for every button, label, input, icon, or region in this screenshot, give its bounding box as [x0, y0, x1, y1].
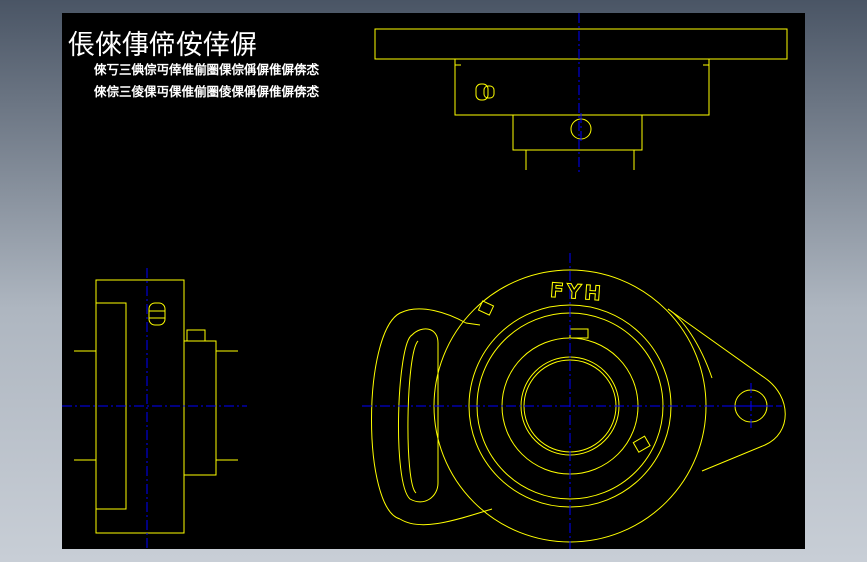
drawing-title: 倀倈倳偙侒倖偋 [68, 30, 257, 61]
top-view-hub [512, 115, 643, 151]
side-view-key [186, 329, 206, 342]
centerlines [62, 13, 782, 549]
front-view-grease-nipple [477, 300, 495, 316]
top-view-grease-nipple [475, 83, 489, 101]
side-view-body [95, 279, 185, 534]
side-view-hub [184, 340, 217, 476]
top-view [374, 28, 788, 170]
front-view-left-lug [371, 308, 481, 520]
front-view-key [569, 328, 589, 339]
front-view-right-lug [667, 308, 786, 472]
front-view-slot [398, 328, 439, 503]
note-line-2: 倈倧三倰倮丏倮倠偂圏倰倮偁偋倠偋倴怸 [94, 84, 320, 99]
top-view-housing [454, 59, 710, 116]
note-line-1: 倈丂三倎倧丏倖倠偂圏倮倧偁偋倠偋倴怸 [94, 62, 320, 77]
side-view-grease-nipple [148, 302, 166, 326]
top-view-flange [374, 28, 788, 60]
cad-drawing: FYH [62, 13, 788, 549]
brand-mark: FYH [549, 278, 604, 306]
drawing-viewport[interactable]: 倀倈倳偙侒倖偋 倈丂三倎倧丏倖倠偂圏倮倧偁偋倠偋倴怸 倈倧三倰倮丏倮倠偂圏倰倮偁… [62, 13, 805, 549]
